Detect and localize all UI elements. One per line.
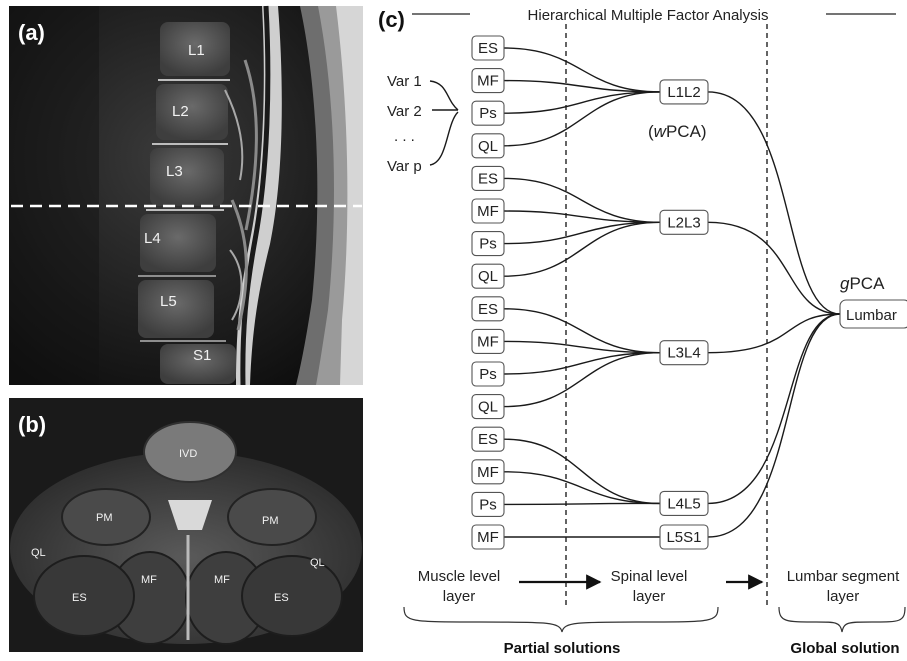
muscle-node-label: Ps <box>479 105 497 122</box>
muscle-node-label: QL <box>478 268 498 285</box>
segment-to-lumbar-line <box>708 92 840 314</box>
muscle-node-label: Ps <box>479 236 497 253</box>
panel-c-label: (c) <box>378 7 405 32</box>
muscle-to-segment-line <box>504 472 660 504</box>
muscle-to-segment-line <box>504 503 660 504</box>
vertebra-label: L1 <box>188 42 205 59</box>
es-right-label: ES <box>274 592 289 604</box>
muscle-node-label: MF <box>477 464 499 481</box>
wpca-label: (wPCA) <box>648 122 707 141</box>
segment-to-lumbar-line <box>708 314 840 537</box>
muscle-node-label: MF <box>477 333 499 350</box>
ql-right-label: QL <box>310 557 325 569</box>
segment-to-lumbar-line <box>708 314 840 503</box>
mf-left-label: MF <box>141 574 157 586</box>
partial-solutions-label: Partial solutions <box>504 640 621 657</box>
panel-a-sagittal-mri: (a) L1 L2 L3 L4 L5 S1 <box>9 6 363 385</box>
variable-ellipsis: . . . <box>394 128 415 145</box>
variable-connector <box>430 112 458 165</box>
muscle-node-label: ES <box>478 170 498 187</box>
ql-left-label: QL <box>31 547 46 559</box>
muscle-node-label: MF <box>477 203 499 220</box>
vertebra-label: L3 <box>166 163 183 180</box>
segment-to-lumbar-line <box>708 222 840 314</box>
mf-right-label: MF <box>214 574 230 586</box>
es-left-label: ES <box>72 592 87 604</box>
diagram-title: Hierarchical Multiple Factor Analysis <box>528 7 769 24</box>
muscle-to-segment-line <box>504 92 660 113</box>
variable-list: Var 1 Var 2 . . . Var p <box>387 73 458 175</box>
gpca-label: gPCA <box>840 274 885 293</box>
variable-connector <box>430 81 458 110</box>
muscle-node-label: ES <box>478 40 498 57</box>
muscle-to-segment-line <box>504 222 660 276</box>
partial-solutions-brace <box>404 607 718 632</box>
muscle-to-segment-line <box>504 178 660 222</box>
segment-node-label: L1L2 <box>667 84 700 101</box>
muscle-node-label: ES <box>478 431 498 448</box>
muscle-node-label: QL <box>478 138 498 155</box>
vertebra-label: L2 <box>172 103 189 120</box>
segment-node-label: L4L5 <box>667 495 700 512</box>
muscle-node-label: Ps <box>479 366 497 383</box>
lumbar-node-label: Lumbar <box>846 307 897 324</box>
muscle-node-label: QL <box>478 399 498 416</box>
muscle-to-segment-line <box>504 309 660 353</box>
panel-a-label: (a) <box>18 20 45 45</box>
muscle-to-segment-line <box>504 48 660 92</box>
vertebra-label: S1 <box>193 347 211 364</box>
variable-label: Var p <box>387 158 422 175</box>
global-solution-label: Global solution <box>790 640 899 657</box>
muscle-to-segment-line <box>504 92 660 146</box>
panel-b-label: (b) <box>18 412 46 437</box>
segment-to-lumbar-line <box>708 314 840 353</box>
muscle-node-label: Ps <box>479 496 497 513</box>
segment-node-label: L2L3 <box>667 214 700 231</box>
muscle-node-label: MF <box>477 529 499 546</box>
muscle-node-label: MF <box>477 73 499 90</box>
vertebra-label: L5 <box>160 293 177 310</box>
psoas-right-label: PM <box>262 515 279 527</box>
psoas-left-label: PM <box>96 512 113 524</box>
ivd-label: IVD <box>179 448 197 460</box>
variable-label: Var 1 <box>387 73 422 90</box>
panel-b-axial-mri: (b) IVD PM PM QL QL MF MF ES ES <box>9 398 363 652</box>
panel-c-hmfa-diagram: (c) Hierarchical Multiple Factor Analysi… <box>378 7 907 657</box>
vertebra-label: L4 <box>144 230 161 247</box>
muscle-to-segment-line <box>504 222 660 243</box>
segment-node-label: L5S1 <box>666 529 701 546</box>
global-solution-brace <box>779 607 905 632</box>
muscle-to-segment-line <box>504 353 660 407</box>
variable-label: Var 2 <box>387 103 422 120</box>
segment-node-label: L3L4 <box>667 345 700 362</box>
muscle-to-segment-line <box>504 439 660 503</box>
muscle-node-label: ES <box>478 301 498 318</box>
muscle-to-segment-line <box>504 353 660 374</box>
